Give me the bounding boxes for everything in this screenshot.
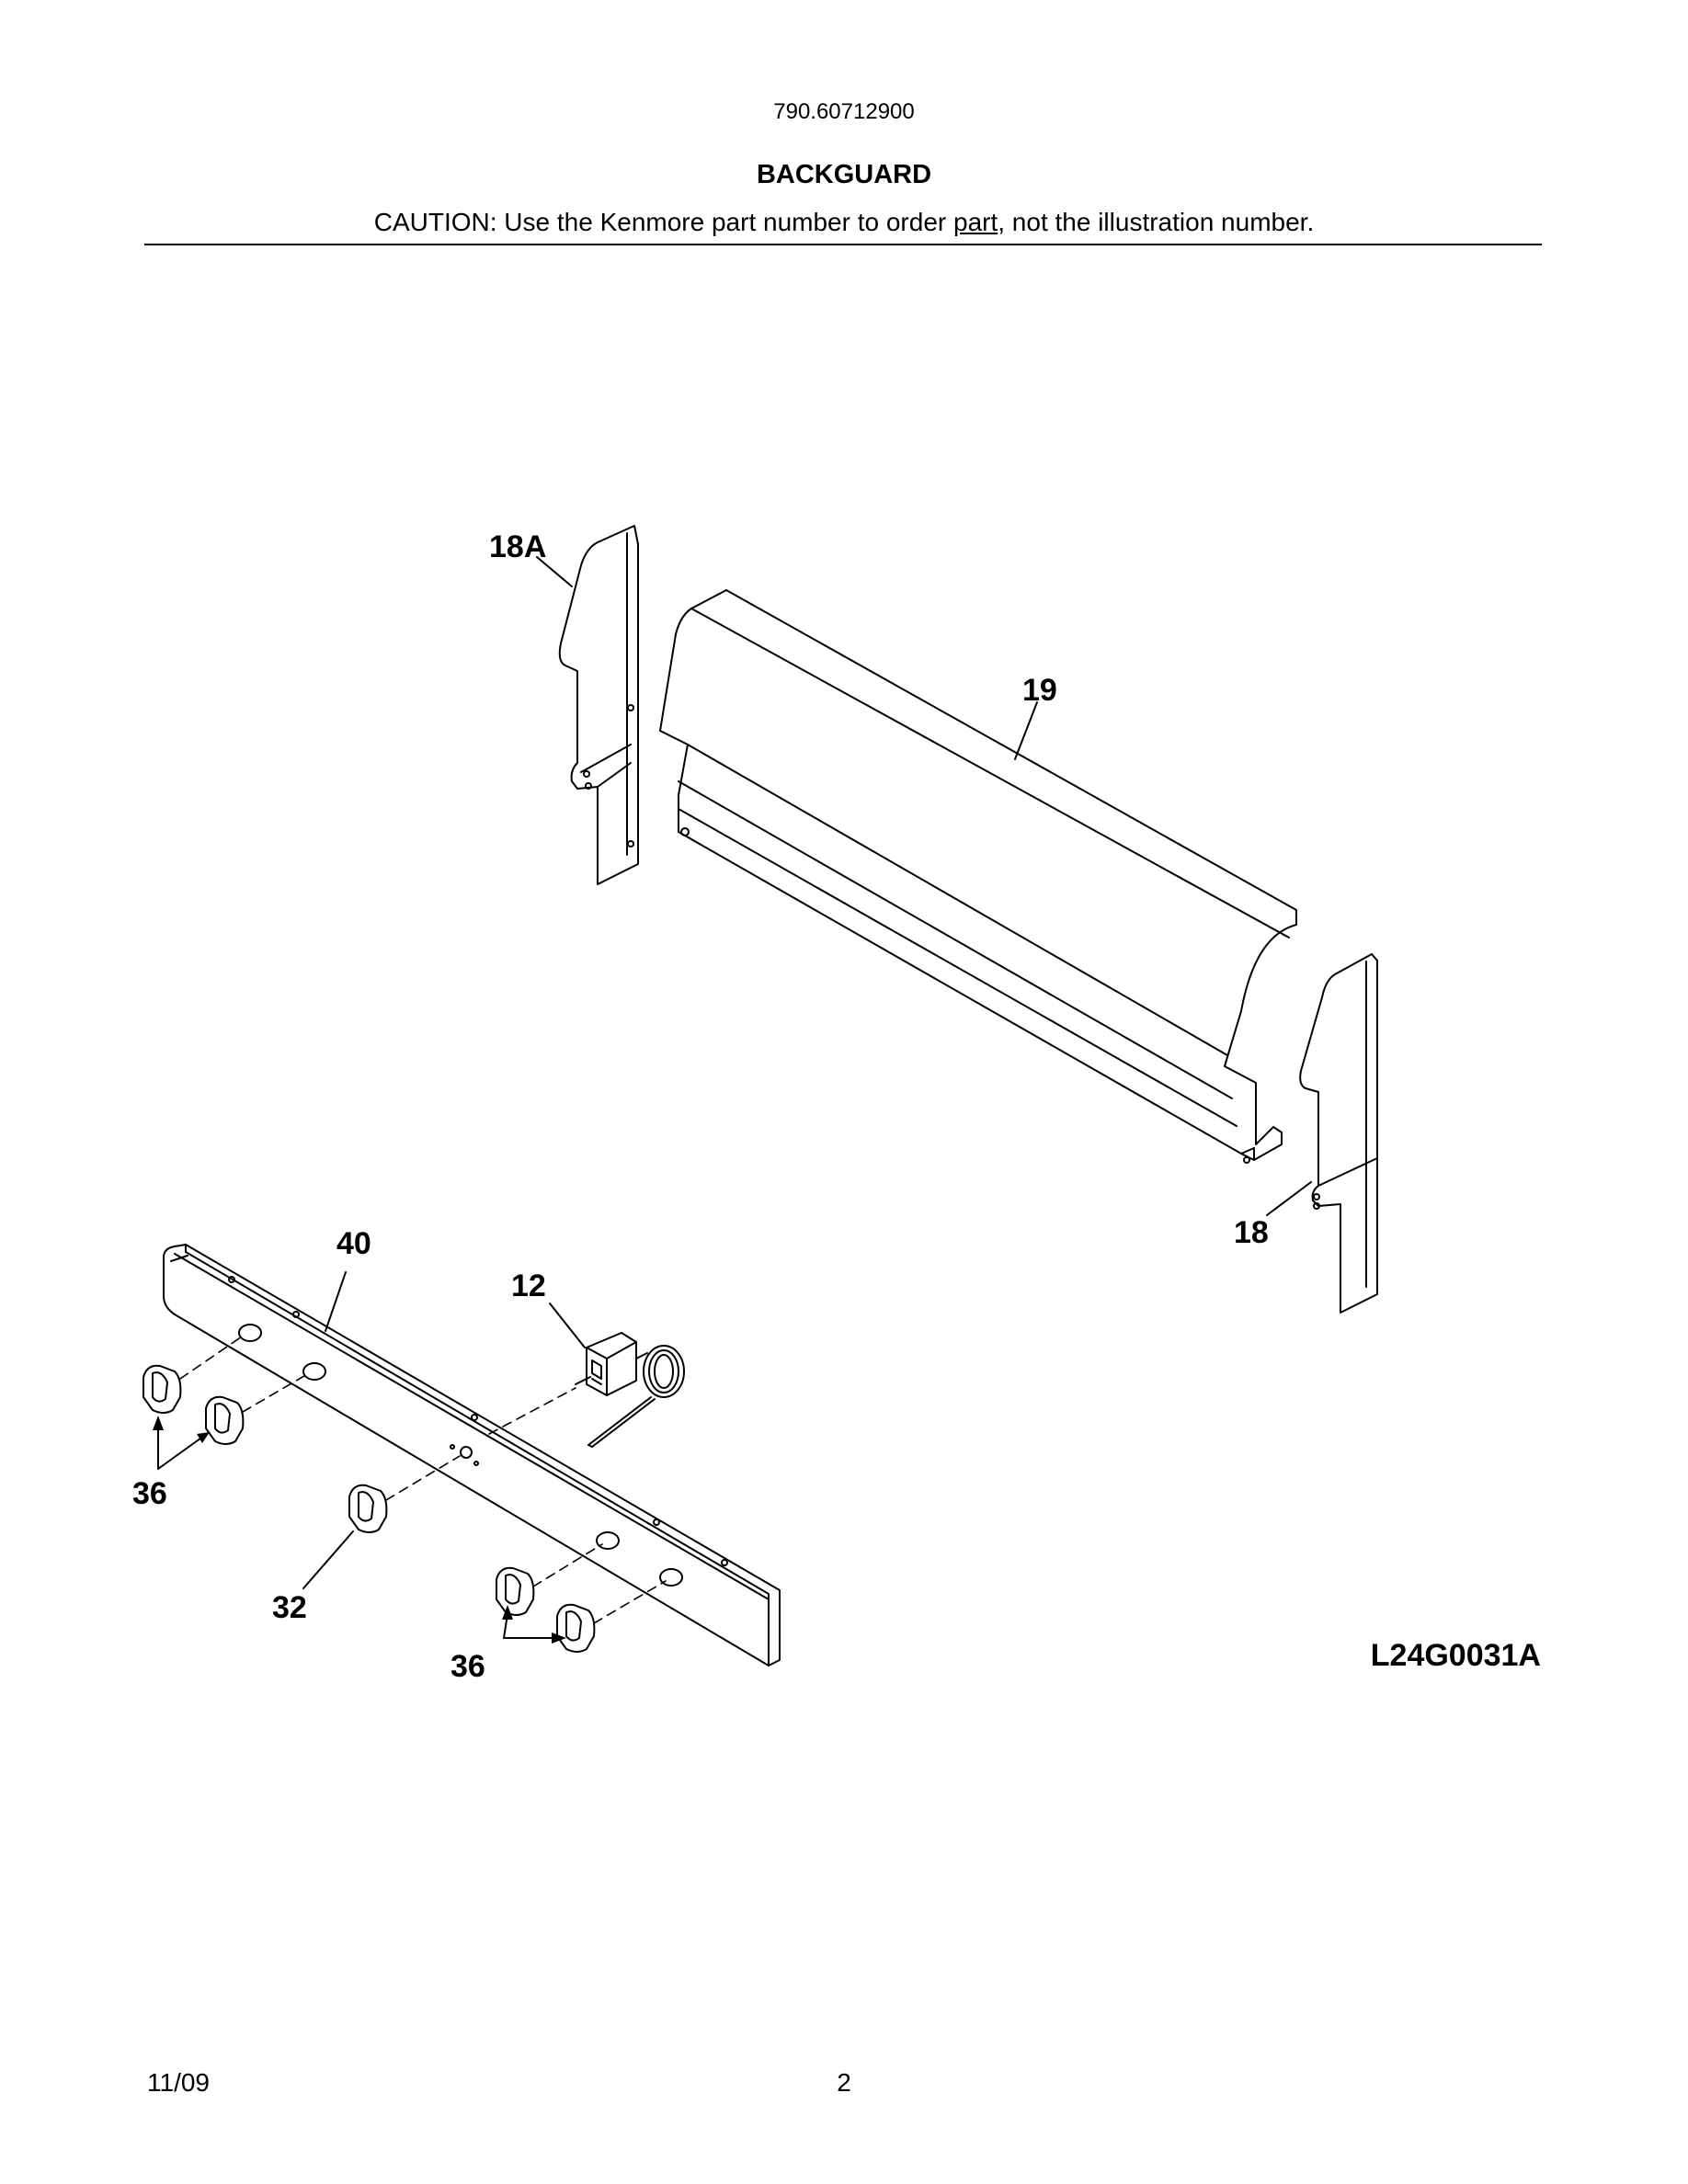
callout-32: 32 bbox=[272, 1590, 307, 1625]
backguard-panel-drawing bbox=[659, 589, 1297, 1164]
leader-lines bbox=[157, 556, 1312, 1639]
control-panel-drawing bbox=[163, 1244, 781, 1666]
figure-id: L24G0031A bbox=[1371, 1638, 1541, 1673]
section-title: BACKGUARD bbox=[756, 160, 932, 189]
alignment-lines bbox=[179, 1334, 667, 1624]
callout-18a: 18A bbox=[489, 529, 546, 564]
caution-text-start: CAUTION: Use the Kenmore part number to … bbox=[373, 208, 953, 236]
right-side-bracket-drawing bbox=[1299, 953, 1378, 1314]
callout-18: 18 bbox=[1234, 1215, 1269, 1250]
thermostat-drawing bbox=[575, 1332, 685, 1448]
callout-12: 12 bbox=[511, 1268, 546, 1303]
header-divider bbox=[144, 244, 1542, 245]
caution-note: CAUTION: Use the Kenmore part number to … bbox=[0, 208, 1688, 237]
callout-36-left: 36 bbox=[132, 1476, 167, 1511]
page-number: 2 bbox=[837, 2068, 851, 2097]
knob-drawings bbox=[143, 1364, 596, 1653]
caution-underlined-word: part bbox=[953, 208, 998, 236]
model-number: 790.60712900 bbox=[773, 99, 915, 124]
footer-date: 11/09 bbox=[147, 2068, 210, 2097]
callout-36-right: 36 bbox=[451, 1649, 485, 1684]
callout-19: 19 bbox=[1022, 673, 1057, 708]
callout-40: 40 bbox=[336, 1226, 371, 1261]
arrowheads bbox=[153, 1416, 566, 1644]
left-side-bracket-drawing bbox=[558, 525, 639, 885]
caution-text-end: , not the illustration number. bbox=[998, 208, 1315, 236]
